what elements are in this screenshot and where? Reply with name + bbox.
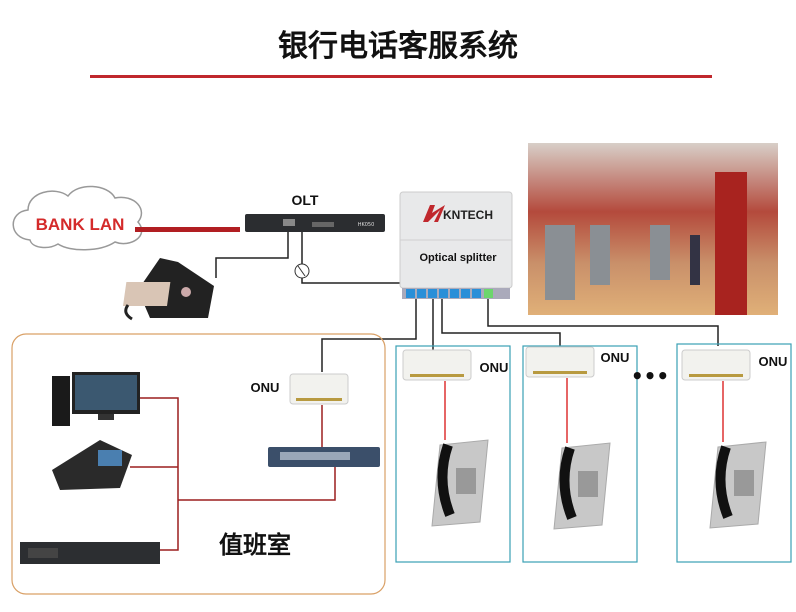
onu-label-office: ONU [251,380,280,395]
kntech-logo-icon [423,205,445,222]
more-terminals-ellipsis: ••• [631,364,669,388]
bank-lan-cloud: BANK LAN [12,185,143,251]
onu-label: ONU [480,360,509,375]
svg-text:HK050: HK050 [358,222,375,228]
network-switch [268,447,380,467]
bank-lan-label: BANK LAN [36,215,125,234]
rack-server [20,542,160,564]
office-lan-wiring [130,397,336,551]
video-phone [122,258,214,321]
olt-splitter-fiber [301,232,402,284]
ip-desk-phone [52,440,132,490]
onu-label: ONU [601,350,630,365]
title-rule [90,75,712,78]
olt-label: OLT [292,192,319,208]
vandal-proof-phone [431,439,489,527]
office-onu [289,373,349,405]
lan-link [135,227,240,232]
olt-phone-link [215,232,289,278]
vandal-proof-phone [553,442,611,530]
duty-room-label: 值班室 [219,531,291,559]
page-title: 银行电话客服系统 [278,29,518,64]
vandal-proof-phone [709,441,767,529]
splitter-label: Optical splitter [419,252,497,264]
optical-splitter: KNTECH Optical splitter [399,191,513,299]
desktop-computer [52,372,140,426]
olt-device: HK050 [245,214,385,232]
terminal-3: ONU [676,343,792,563]
splitter-brand: KNTECH [443,208,493,222]
onu-label: ONU [759,354,788,369]
terminal-2: ONU [522,345,638,563]
splitter-output-fibers [321,299,719,372]
duty-room-area [11,333,386,595]
terminal-1: ONU [395,345,511,563]
bank-hall-photo [528,143,778,315]
